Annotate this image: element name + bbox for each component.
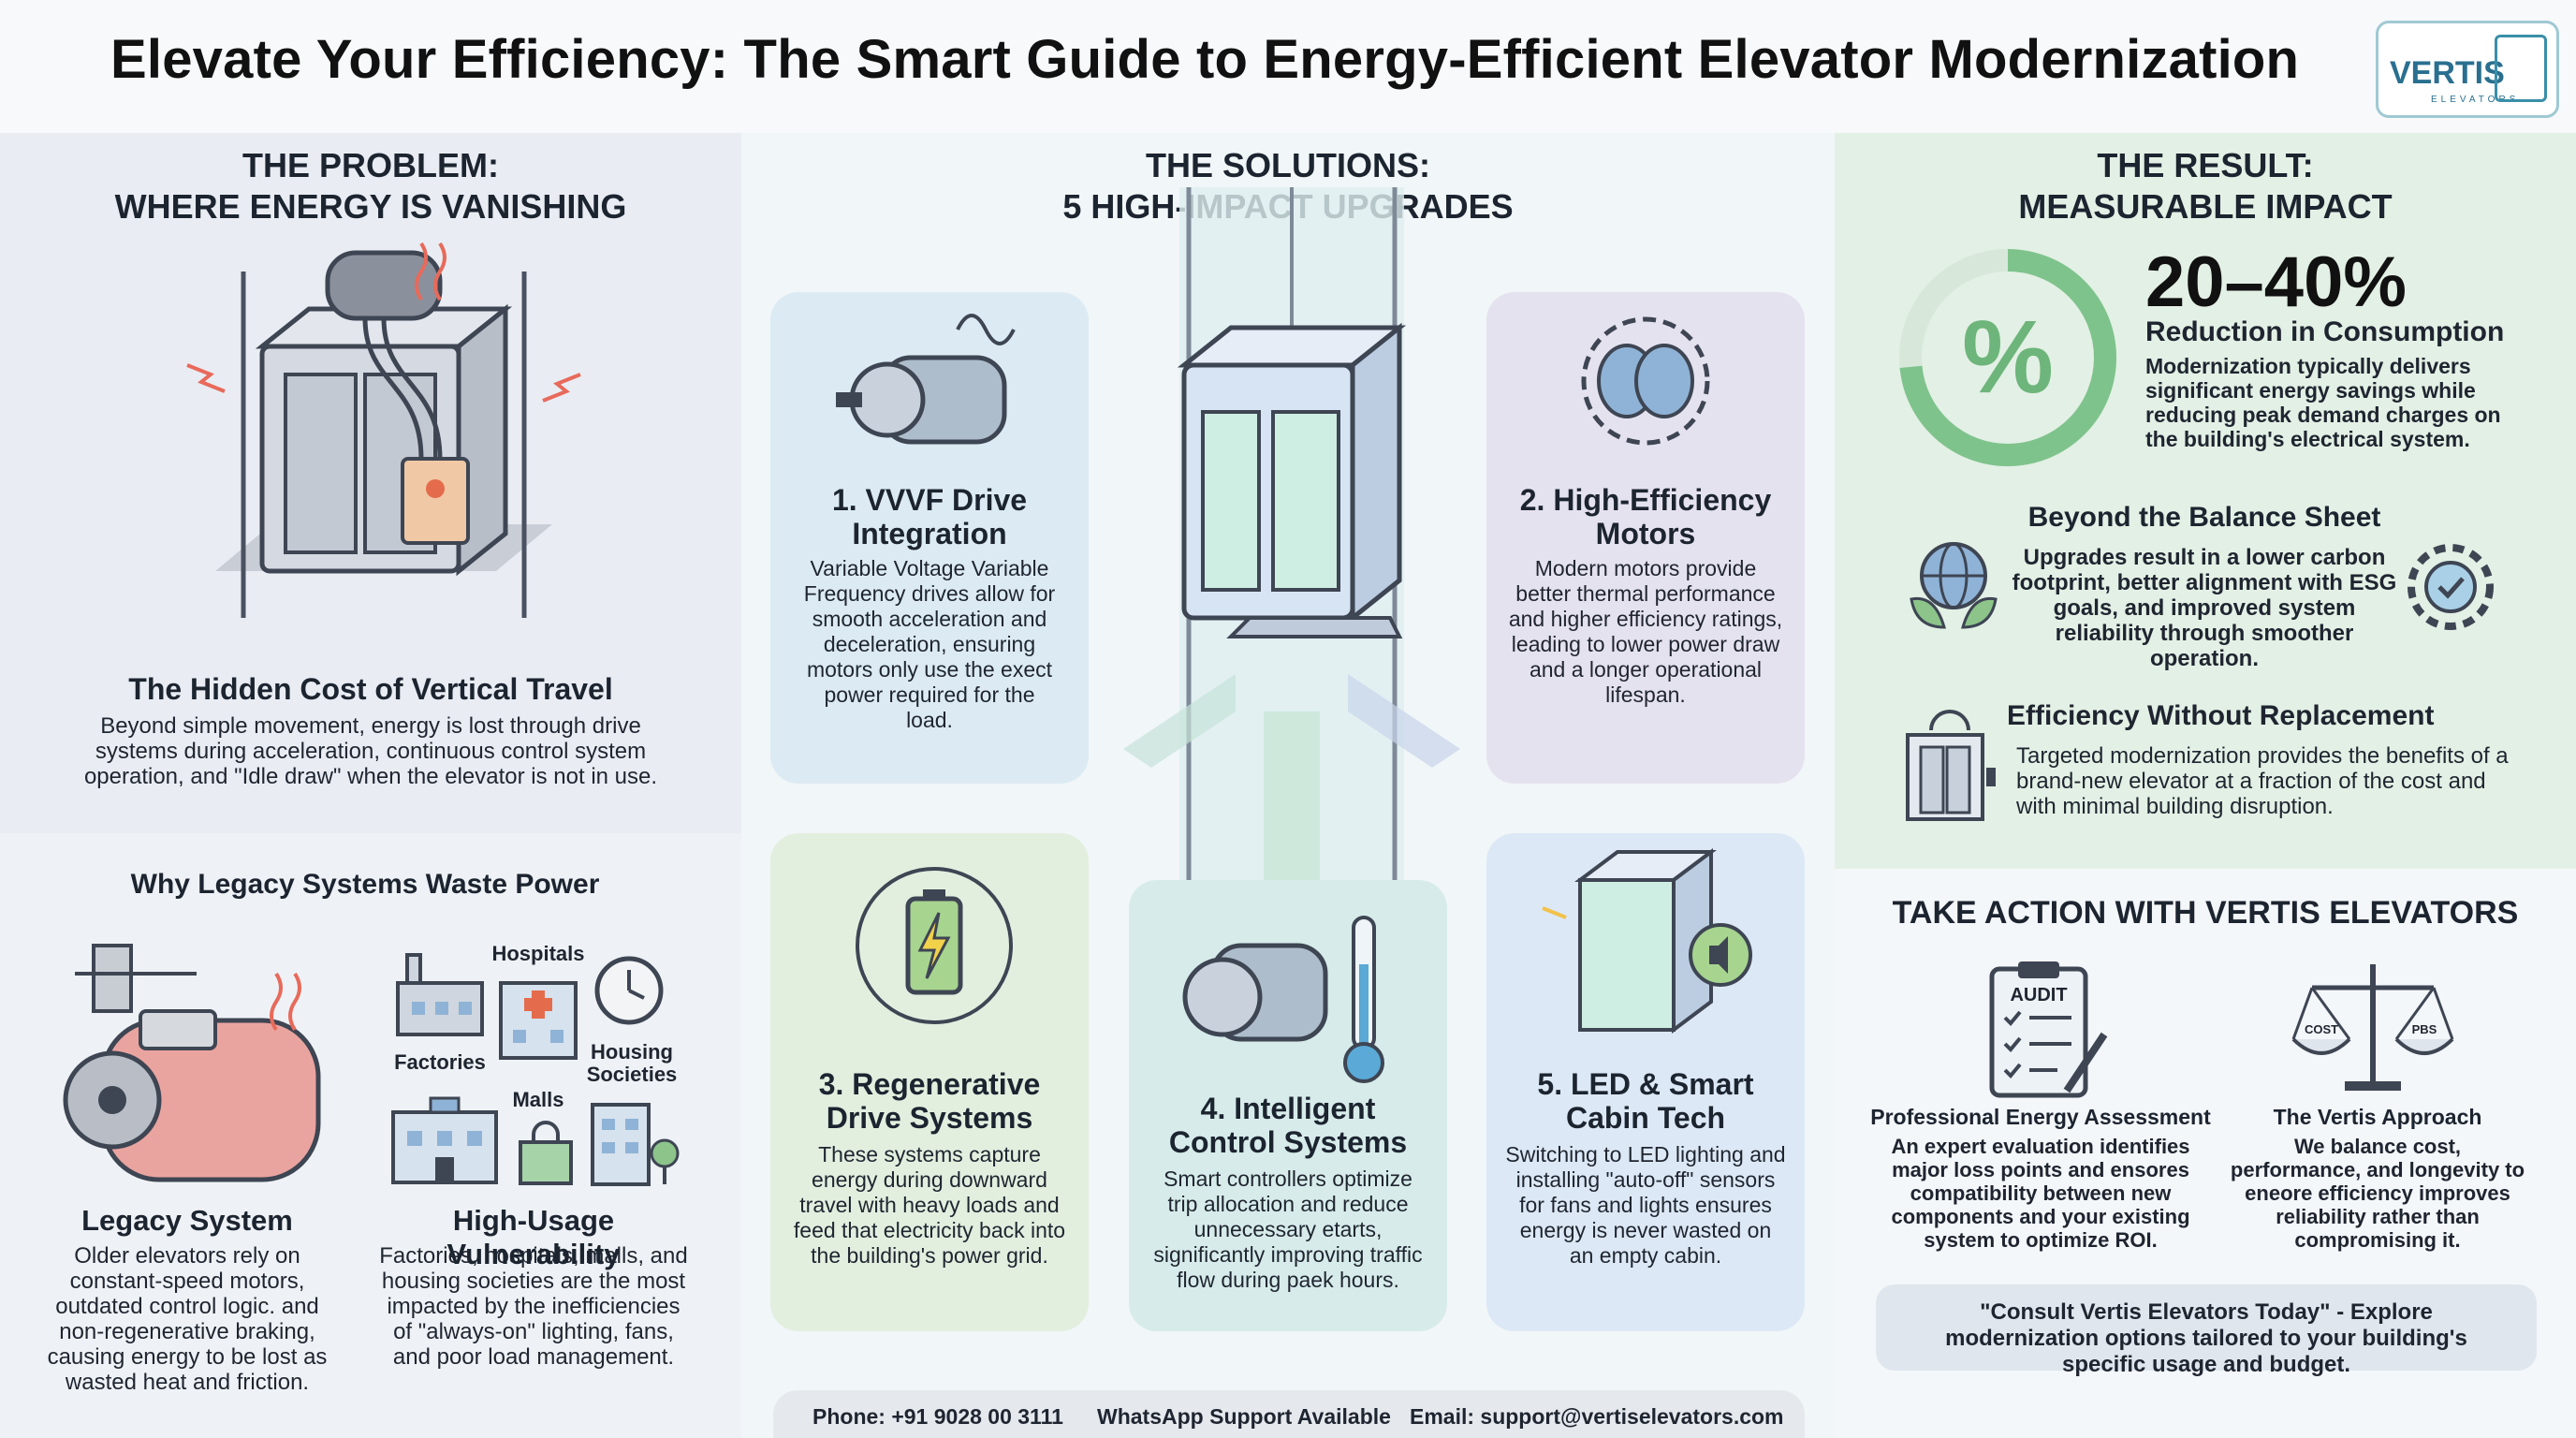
- legacy-heading: Why Legacy Systems Waste Power: [130, 869, 600, 900]
- label-housing: Housing Societies: [586, 1040, 678, 1086]
- audit-clipboard-icon: [1989, 961, 2108, 1098]
- assessment-body: An expert evaluation identifies major lo…: [1891, 1135, 2190, 1252]
- percent-symbol: %: [1962, 300, 2054, 415]
- motors-body: Modern motors provide better thermal per…: [1508, 556, 1783, 707]
- approach-title: The Vertis Approach: [2273, 1105, 2482, 1129]
- motor-thermometer-icon: [1182, 916, 1384, 1083]
- contact-whatsapp[interactable]: WhatsApp Support Available: [1097, 1404, 1391, 1429]
- factory-icon: [396, 953, 484, 1036]
- scale-right-label: PBS: [2411, 1022, 2437, 1036]
- brain-gear-icon: [1581, 316, 1710, 446]
- solution-card-vvvf[interactable]: 1. VVVF Drive Integration Variable Volta…: [770, 292, 1089, 784]
- clock-icon: [594, 956, 664, 1025]
- hospital-icon: [499, 981, 578, 1060]
- problem-heading: THE PROBLEM: WHERE ENERGY IS VANISHING: [0, 145, 741, 227]
- legacy-elevator-illustration: [186, 242, 581, 618]
- legacy-system-body: Older elevators rely on constant-speed m…: [47, 1243, 328, 1395]
- elevator-door-icon: [1906, 710, 1996, 821]
- cta-text: "Consult Vertis Elevators Today" - Explo…: [1945, 1299, 2467, 1377]
- action-heading: TAKE ACTION WITH VERTIS ELEVATORS: [1892, 895, 2519, 931]
- control-body: Smart controllers optimize trip allocati…: [1153, 1167, 1423, 1292]
- shopping-bag-icon: [519, 1121, 573, 1185]
- problem-heading-line1: THE PROBLEM:: [242, 146, 499, 184]
- regenerative-title: 3. Regenerative Drive Systems: [818, 1067, 1041, 1135]
- mall-icon: [391, 1096, 498, 1184]
- hidden-cost-body: Beyond simple movement, energy is lost t…: [83, 713, 658, 789]
- result-heading-line1: THE RESULT:: [2097, 146, 2314, 184]
- assessment-title: Professional Energy Assessment: [1870, 1105, 2211, 1129]
- solution-card-regenerative[interactable]: 3. Regenerative Drive Systems These syst…: [770, 833, 1089, 1331]
- beyond-title: Beyond the Balance Sheet: [2027, 502, 2381, 533]
- regenerative-body: These systems capture energy during down…: [793, 1142, 1066, 1268]
- approach-body: We balance cost, performance, and longev…: [2230, 1135, 2525, 1252]
- without-title: Efficiency Without Replacement: [2007, 700, 2435, 731]
- led-title: 5. LED & Smart Cabin Tech: [1537, 1067, 1754, 1135]
- logo-check-icon: [2495, 35, 2547, 102]
- audit-label: AUDIT: [2010, 985, 2068, 1005]
- vertis-logo[interactable]: VERTIS ELEVATORS: [2376, 21, 2559, 118]
- contact-phone[interactable]: Phone: +91 9028 00 3111: [812, 1404, 1063, 1429]
- globe-leaf-icon: [1910, 542, 1998, 629]
- label-malls: Malls: [512, 1088, 564, 1111]
- cta-banner[interactable]: "Consult Vertis Elevators Today" - Explo…: [1876, 1284, 2537, 1377]
- stat-body: Modernization typically delivers signifi…: [2145, 354, 2501, 451]
- elevator-cabin-icon: [1177, 322, 1407, 638]
- logo-subtext: ELEVATORS: [2431, 95, 2520, 105]
- legacy-system-title: Legacy System: [81, 1204, 293, 1237]
- led-cabin-icon: [1542, 848, 1752, 1034]
- high-usage-body: Factories, hospitals, malls, and housing…: [379, 1243, 688, 1370]
- vvvf-motor-icon: [836, 314, 1016, 445]
- housing-icon: [591, 1103, 680, 1186]
- solutions-heading-line1: THE SOLUTIONS:: [1146, 146, 1430, 184]
- vvvf-title: 1. VVVF Drive Integration: [831, 483, 1028, 550]
- stat-value: 20–40%: [2145, 242, 2407, 322]
- high-usage-title: High-Usage Vulnerability: [446, 1204, 621, 1270]
- solution-card-led[interactable]: 5. LED & Smart Cabin Tech Switching to L…: [1486, 833, 1805, 1331]
- solution-card-motors[interactable]: 2. High-Efficiency Motors Modern motors …: [1486, 292, 1805, 784]
- percent-ring-icon: [1899, 249, 2116, 466]
- page-title: Elevate Your Efficiency: The Smart Guide…: [110, 29, 2300, 90]
- balance-scale-icon: [2291, 964, 2454, 1091]
- gear-check-icon: [2408, 544, 2494, 630]
- beyond-body: Upgrades result in a lower carbon footpr…: [2012, 545, 2397, 671]
- hidden-cost-title: The Hidden Cost of Vertical Travel: [128, 672, 613, 706]
- result-heading: THE RESULT: MEASURABLE IMPACT: [1835, 145, 2576, 227]
- control-title: 4. Intelligent Control Systems: [1168, 1092, 1408, 1159]
- result-heading-line2: MEASURABLE IMPACT: [2018, 187, 2393, 226]
- contact-email[interactable]: Email: support@vertiselevators.com: [1410, 1404, 1784, 1429]
- solution-card-control[interactable]: 4. Intelligent Control Systems Smart con…: [1129, 880, 1447, 1331]
- without-body: Targeted modernization provides the bene…: [2016, 743, 2509, 819]
- logo-text: VERTIS: [2390, 55, 2505, 91]
- battery-icon: [856, 867, 1013, 1024]
- legacy-motor-icon: [63, 944, 321, 1182]
- stat-label: Reduction in Consumption: [2145, 316, 2505, 347]
- label-factories: Factories: [394, 1050, 486, 1074]
- label-hospitals: Hospitals: [491, 942, 585, 965]
- problem-heading-line2: WHERE ENERGY IS VANISHING: [114, 187, 627, 226]
- motors-title: 2. High-Efficiency Motors: [1519, 483, 1772, 550]
- led-body: Switching to LED lighting and installing…: [1505, 1142, 1786, 1268]
- scale-left-label: COST: [2304, 1022, 2339, 1036]
- vvvf-body: Variable Voltage Variable Frequency driv…: [803, 556, 1056, 732]
- contact-bar: [773, 1390, 1805, 1438]
